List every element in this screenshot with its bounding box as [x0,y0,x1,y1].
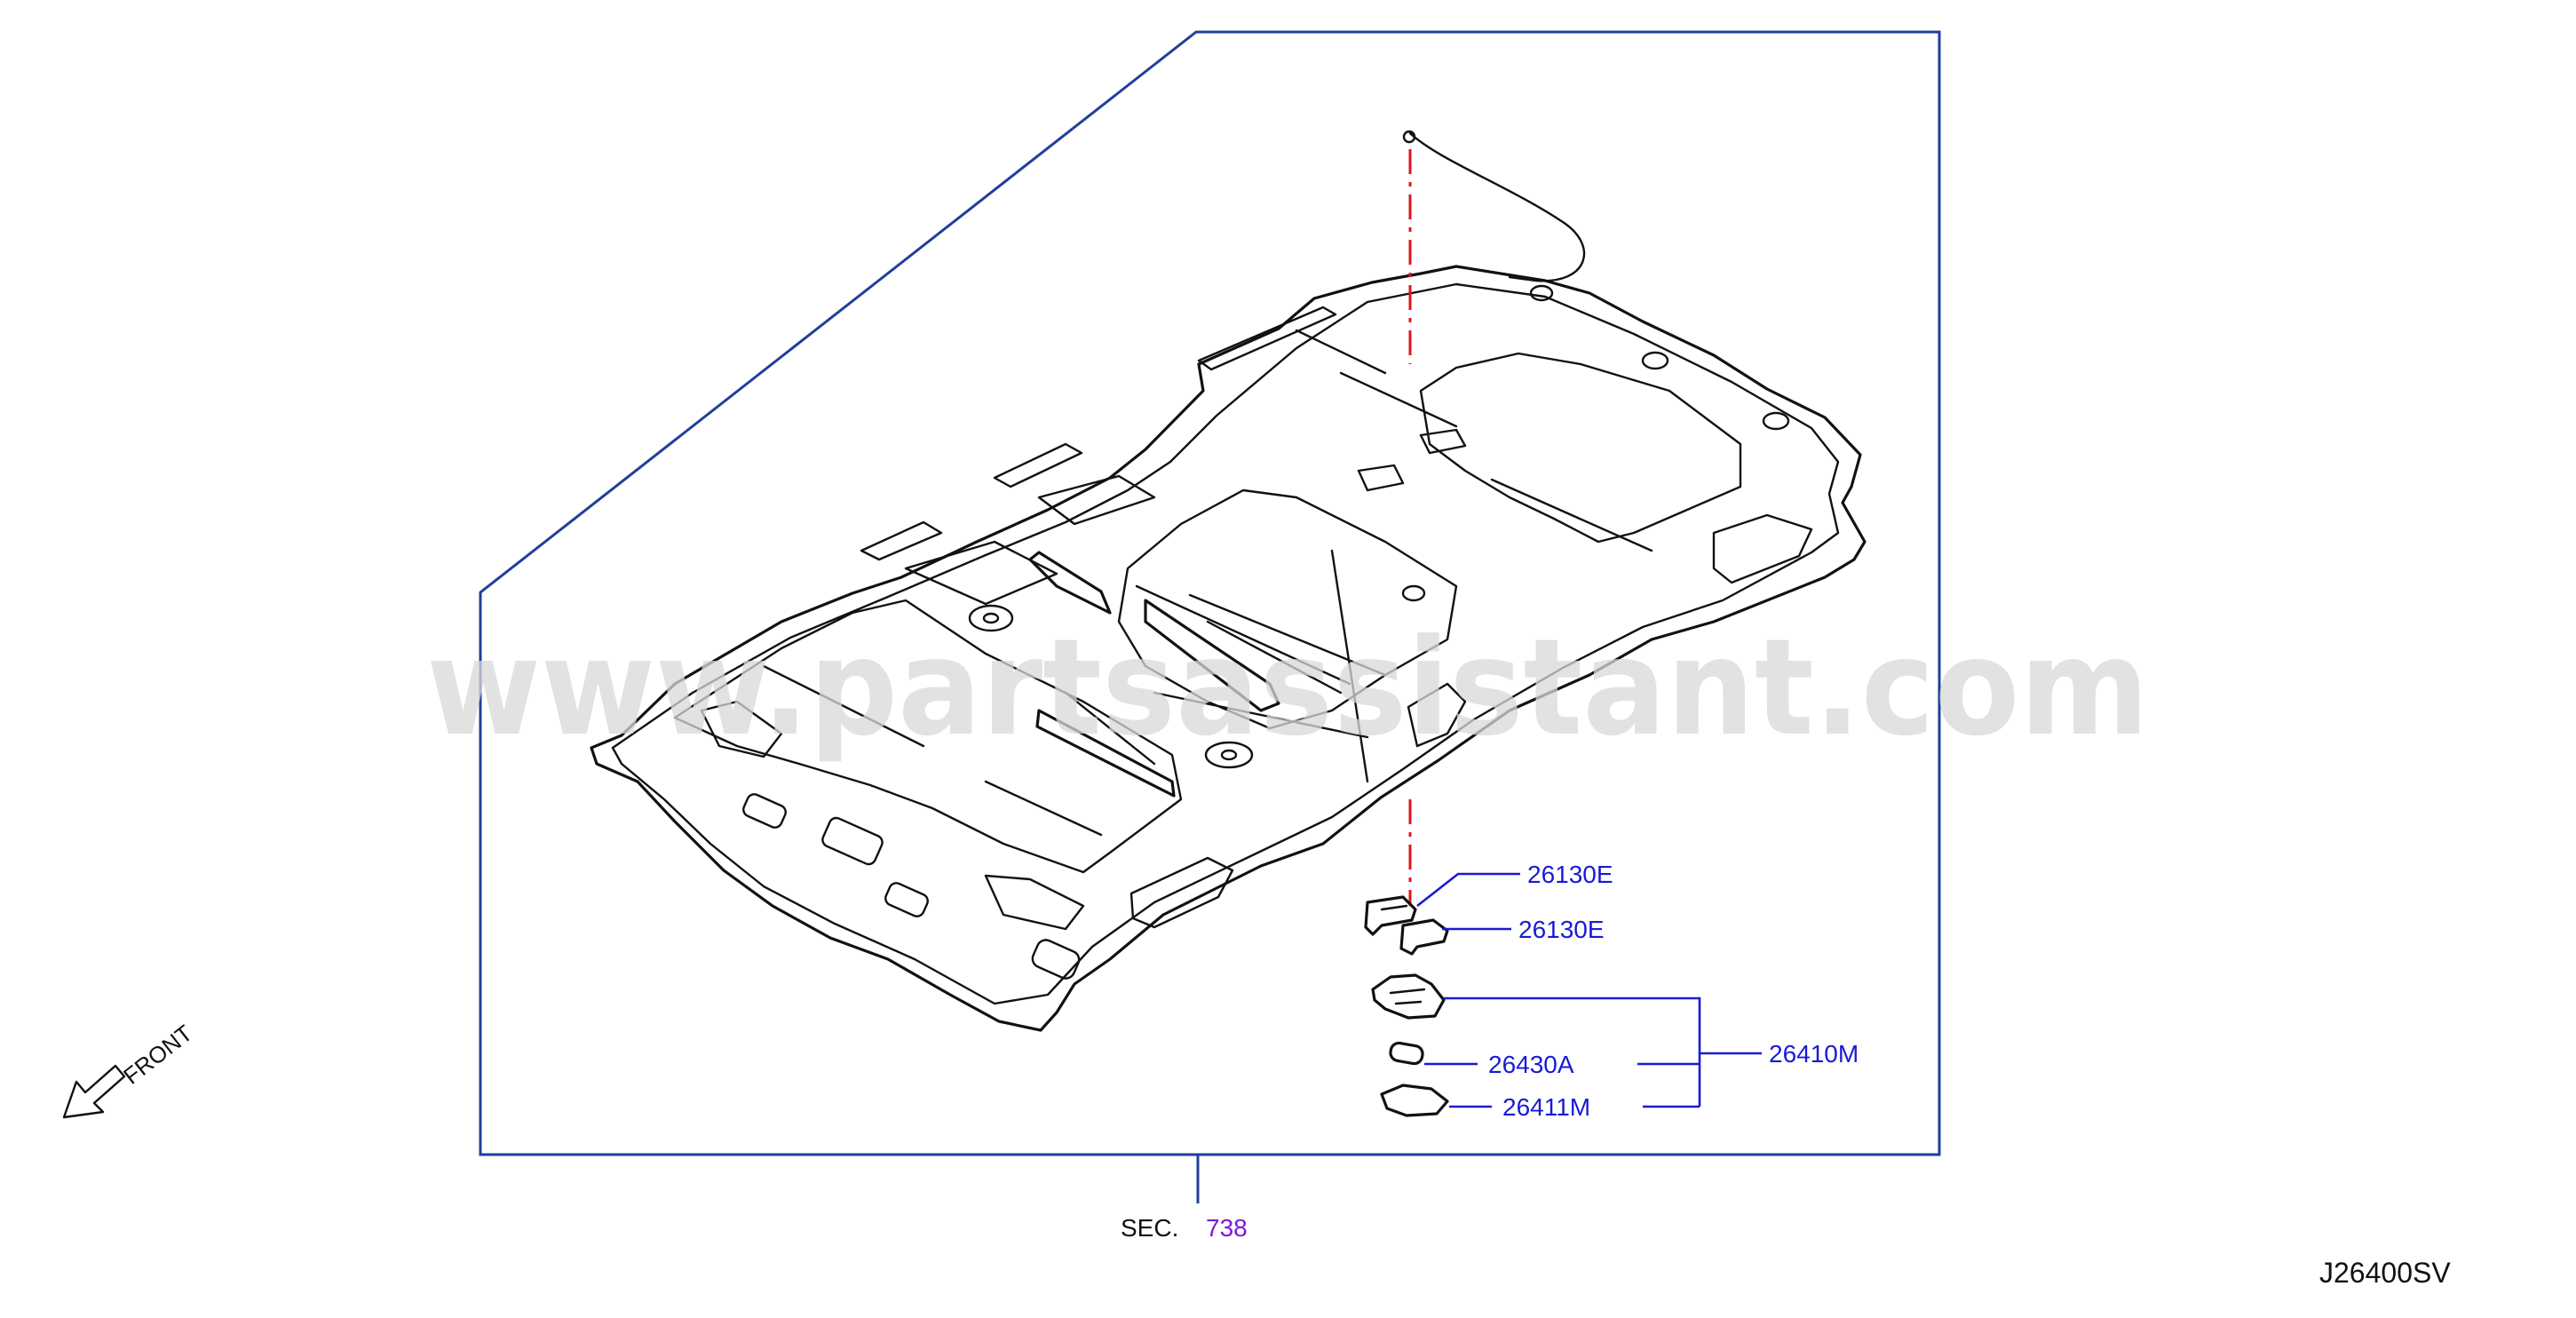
roof-rib-8 [1295,329,1387,375]
map-lamp-upper-part [1364,895,1417,936]
front-panel-recess [673,599,1183,874]
sun-visor-recess-left [700,700,783,758]
bulb-part [1389,1041,1424,1066]
label-26130e-upper[interactable]: 26130E [1527,861,1613,888]
antenna-cable [1408,131,1586,282]
cross-bar-3 [1035,709,1176,798]
roof-rib-10 [1064,691,1156,766]
grab-handle-4 [1031,939,1081,980]
roof-rib-3 [1188,593,1387,677]
leader-assembly-top [1444,996,1701,1107]
label-26411m[interactable]: 26411M [1502,1093,1590,1121]
leader-upper-lamp [1416,872,1520,908]
section-number-link[interactable]: 738 [1206,1214,1248,1242]
side-garnish-3 [1712,513,1813,584]
grab-handle-3 [884,882,929,917]
cross-bar-2 [1144,599,1280,712]
grab-handle-2 [821,816,884,866]
dome-lamp-socket-front [968,604,1014,632]
diagram-code: J26400SV [2319,1257,2451,1289]
clip-hole-2 [1529,284,1554,302]
arrow-down-left-icon [62,1064,126,1119]
front-label: FRONT [118,1020,197,1090]
rear-clip-block [1357,428,1467,492]
pillar-recess-2 [1037,474,1156,526]
side-rail-rear [993,442,1083,488]
side-rail-mid [860,520,943,561]
dome-lamp-socket-rear [1204,741,1254,769]
headliner-outline [590,265,1867,1032]
cross-bar-1 [1028,551,1112,615]
antenna-connector [1402,130,1416,144]
lens-part [1380,1084,1449,1117]
roof-rib-7 [1339,371,1458,428]
clip-hole-3 [1762,411,1790,431]
label-26430a[interactable]: 26430A [1488,1051,1574,1078]
roof-rib-11 [1330,549,1369,783]
headliner-drawing [590,265,1867,1032]
diagram-frame [479,30,1941,1156]
left-pillar-recess [904,540,1058,606]
clip-hole-4 [1641,351,1669,370]
middle-panel-recess [1117,488,1458,730]
sun-visor-recess-right [984,874,1085,931]
roof-rib-5 [1135,584,1351,686]
side-garnish-1 [1129,856,1234,929]
rear-panel-recess [1419,352,1742,544]
roof-rib-2 [984,780,1103,837]
map-lamp-lower-part [1399,918,1449,956]
roof-rib-4 [1206,620,1343,695]
label-26410m[interactable]: 26410M [1769,1040,1859,1068]
section-prefix: SEC. [1121,1214,1178,1242]
label-26130e-lower[interactable]: 26130E [1518,916,1605,943]
clip-hole-1 [1401,584,1426,602]
watermark: www.partsassistant.com [426,611,2149,766]
roof-rib-9 [1153,691,1369,739]
lamp-assembly-part [1371,973,1446,1020]
roof-rib-1 [762,664,925,748]
roof-rib-6 [1490,478,1653,552]
side-rail-front [1197,306,1337,371]
grab-handle-1 [742,793,787,829]
side-garnish-2 [1407,682,1467,748]
